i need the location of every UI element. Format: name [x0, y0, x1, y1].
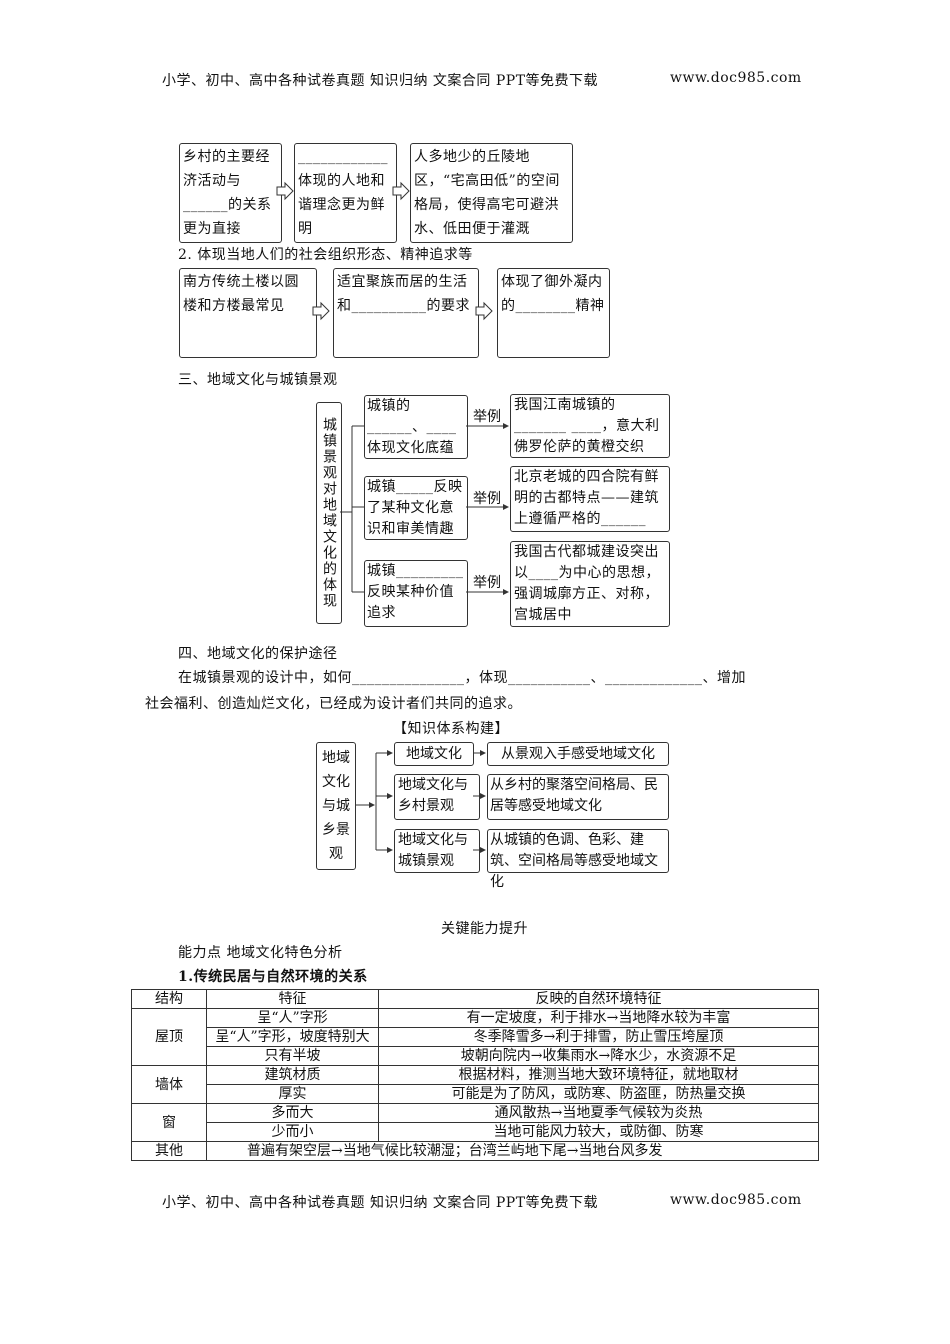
table-row: 只有半坡 坡朝向院内→收集雨水→降水少，水资源不足: [132, 1046, 819, 1066]
header-text: 小学、初中、高中各种试卷真题 知识归纳 文案合同 PPT等免费下载: [162, 73, 599, 89]
flow-arrow-4: [475, 301, 493, 321]
table-title: 1.传统民居与自然环境的关系: [178, 969, 368, 985]
flow-arrow-3: [312, 301, 330, 321]
table-row: 呈“人”字形，坡度特别大 冬季降雪多→利于排雪，防止雪压垮屋顶: [132, 1027, 819, 1047]
kg-leaf-3: 从城镇的色调、色彩、建筑、空间格局等感受地域文化: [487, 829, 669, 890]
flow-box-tulou: 南方传统土楼以圆楼和方楼最常见: [179, 268, 317, 358]
page-footer: 小学、初中、高中各种试卷真题 知识归纳 文案合同 PPT等免费下载 www.do…: [162, 1192, 802, 1212]
table-header-environment: 反映的自然环境特征: [378, 989, 819, 1009]
kg-mid-3: 地域文化与城镇景观: [394, 829, 480, 873]
section-2-title: 2. 体现当地人们的社会组织形态、精神追求等: [178, 247, 473, 263]
flow-box-rural-economy: 乡村的主要经济活动与______的关系更为直接: [179, 143, 282, 243]
table-row: 墙体 建筑材质 根据材料，推测当地大致环境特征，就地取材: [131, 1065, 819, 1104]
page-header: 小学、初中、高中各种试卷真题 知识归纳 文案合同 PPT等免费下载 www.do…: [162, 70, 802, 90]
dwelling-environment-table: 结构 特征 反映的自然环境特征 屋顶 呈“人”字形 有一定坡度，利于排水→当地降…: [131, 989, 819, 1161]
row-group-roof: 屋顶: [131, 1008, 207, 1066]
header-url: www.doc985.com: [670, 70, 802, 86]
kg-leaf-2: 从乡村的聚落空间格局、民居等感受地域文化: [487, 774, 669, 820]
row-group-window: 窗: [131, 1103, 207, 1142]
kg-root-label: 地域文化与城乡景观: [322, 750, 350, 862]
tree-mid-3: 城镇_________反映某种价值追求: [364, 560, 468, 627]
key-ability-title: 关键能力提升: [441, 921, 528, 937]
footer-url: www.doc985.com: [670, 1192, 802, 1208]
table-row: 其他 普遍有架空层→当地气候比较潮湿；台湾兰屿地下尾→当地台风多发: [131, 1141, 819, 1161]
row-group-wall: 墙体: [131, 1065, 207, 1104]
ability-point: 能力点 地域文化特色分析: [178, 945, 343, 961]
kg-leaf-1: 从景观入手感受地域文化: [487, 742, 669, 766]
example-label-2: 举例: [473, 491, 501, 507]
row-group-other: 其他: [131, 1141, 207, 1161]
example-label-3: 举例: [473, 575, 501, 591]
section-4-line-2: 社会福利、创造灿烂文化，已经成为设计者们共同的追求。: [145, 696, 522, 712]
kg-mid-2: 地域文化与乡村景观: [394, 774, 480, 820]
kg-root-box: 地域文化与城乡景观: [316, 742, 356, 870]
flow-box-harmony: ____________体现的人地和谐理念更为鲜明: [294, 143, 397, 243]
flow-box-defense-spirit: 体现了御外凝内的________精神: [497, 268, 610, 358]
tree-mid-1: 城镇的______、____体现文化底蕴: [364, 395, 468, 459]
tree-leaf-3: 我国古代都城建设突出以____为中心的思想，强调城廓方正、对称，宫城居中: [510, 541, 670, 627]
knowledge-title: 【知识体系构建】: [393, 721, 509, 737]
tree-mid-2: 城镇_____反映了某种文化意识和审美情趣: [364, 476, 468, 540]
section-4-title: 四、地域文化的保护途径: [178, 646, 338, 662]
tree-root-label: 城镇景观对地域文化的体现: [321, 417, 337, 609]
section-3-title: 三、地域文化与城镇景观: [178, 372, 338, 388]
tree-leaf-1: 我国江南城镇的_______ ____，意大利佛罗伦萨的黄橙交织: [510, 394, 670, 458]
tree-leaf-2: 北京老城的四合院有鲜明的古都特点——建筑上遵循严格的______: [510, 466, 670, 532]
table-row: 屋顶 呈“人”字形 有一定坡度，利于排水→当地降水较为丰富: [131, 1008, 819, 1066]
table-header-structure: 结构: [131, 989, 207, 1009]
section-4-line-1: 在城镇景观的设计中，如何_______________，体现__________…: [178, 670, 746, 686]
table-header-feature: 特征: [206, 989, 379, 1009]
table-row: 少而小 当地可能风力较大，或防御、防寒: [132, 1122, 819, 1142]
example-label-1: 举例: [473, 409, 501, 425]
flow-box-clan-living: 适宜聚族而居的生活和__________的要求: [333, 268, 479, 358]
table-row: 窗 多而大 通风散热→当地夏季气候较为炎热: [131, 1103, 819, 1142]
table-row: 厚实 可能是为了防风，或防寒、防盗匪，防热量交换: [132, 1084, 819, 1104]
flow-arrow-1: [276, 181, 294, 201]
flow-arrow-2: [392, 181, 410, 201]
footer-text: 小学、初中、高中各种试卷真题 知识归纳 文案合同 PPT等免费下载: [162, 1195, 599, 1211]
kg-mid-1: 地域文化: [394, 742, 474, 766]
flow-box-hill-example: 人多地少的丘陵地区，“宅高田低”的空间格局，使得高宅可避洪水、低田便于灌溉: [410, 143, 573, 243]
tree-root-box: 城镇景观对地域文化的体现: [316, 402, 342, 624]
